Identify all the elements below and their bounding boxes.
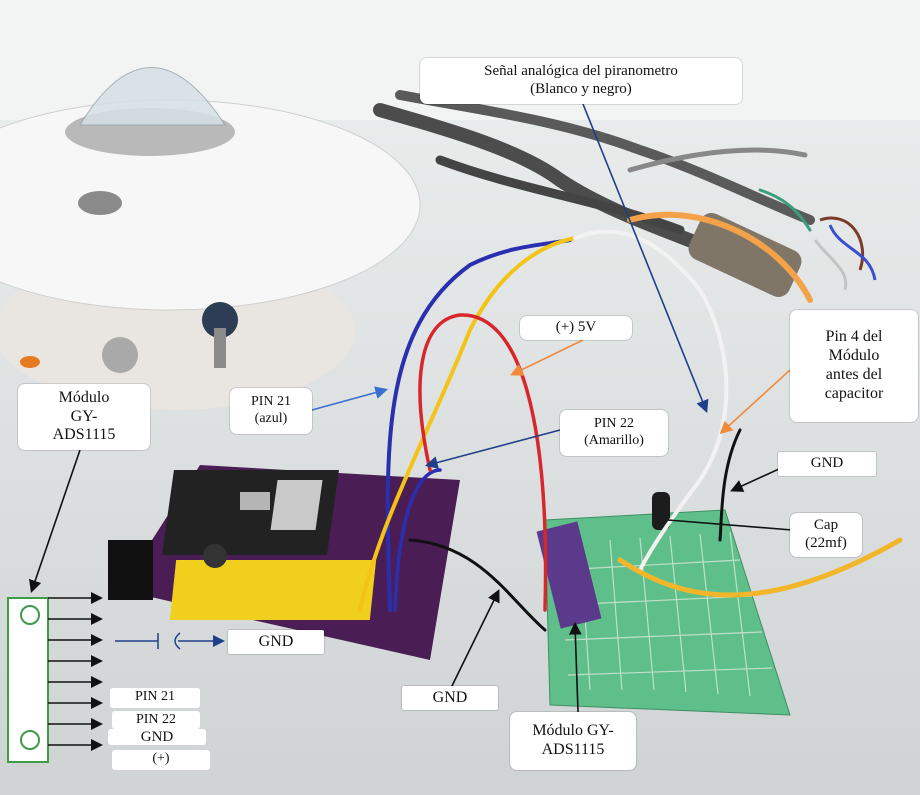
label-pin4-line2: Módulo bbox=[828, 347, 880, 365]
pyranometer bbox=[0, 67, 421, 410]
label-pin4: Pin 4 del Módulo antes del capacitor bbox=[790, 310, 918, 422]
schematic-label-gnd: GND bbox=[108, 729, 206, 745]
label-pin21: PIN 21 (azul) bbox=[230, 388, 312, 434]
pyranometer-dome bbox=[79, 67, 226, 126]
schematic-body bbox=[7, 597, 49, 763]
arrow-gnd-bottom bbox=[449, 589, 500, 691]
schematic-label-pin21: PIN 21 bbox=[110, 688, 200, 708]
capacitor-symbol bbox=[115, 632, 225, 650]
label-module-left-line2: GY- bbox=[70, 407, 98, 425]
module-schematic bbox=[7, 592, 225, 763]
esp32-shield bbox=[270, 480, 323, 530]
schematic-pin-arrows bbox=[48, 592, 103, 751]
bolt bbox=[102, 337, 138, 373]
arrow-cap bbox=[667, 519, 793, 531]
schematic-hole-top bbox=[20, 605, 40, 625]
label-pyranometer-signal-line1: Señal analógica del piranometro bbox=[484, 63, 678, 80]
power-jack bbox=[108, 540, 153, 600]
arrow-pin21 bbox=[311, 386, 389, 411]
wire-yellow-long bbox=[617, 537, 903, 598]
label-module-left-line3: ADS1115 bbox=[52, 426, 116, 444]
wire-black-right bbox=[718, 428, 742, 542]
label-pin21-line1: PIN 21 bbox=[250, 394, 292, 410]
wire-blue bbox=[385, 238, 572, 612]
ads1115-module bbox=[536, 521, 602, 629]
wires bbox=[358, 211, 903, 632]
pyranometer-hole bbox=[78, 191, 122, 215]
leveling-screw bbox=[202, 302, 238, 338]
label-pin22: PIN 22 (Amarillo) bbox=[560, 410, 668, 456]
annotation-arrows bbox=[29, 103, 793, 713]
arrow-module-bottom bbox=[568, 621, 582, 713]
label-pin4-line1: Pin 4 del bbox=[825, 328, 883, 346]
label-gnd-bottom: GND bbox=[402, 686, 498, 710]
wire-yellow bbox=[358, 236, 577, 612]
capacitor-board bbox=[203, 544, 227, 568]
label-5v: (+) 5V bbox=[520, 316, 632, 340]
cable-bundle bbox=[373, 90, 815, 297]
pin-header bbox=[169, 560, 377, 620]
wire-red bbox=[418, 313, 548, 612]
label-pin22-line2: (Amarillo) bbox=[584, 433, 644, 448]
arrow-module-left bbox=[29, 449, 81, 594]
connector bbox=[688, 213, 802, 297]
usb-port bbox=[240, 492, 270, 510]
wire-blue-2 bbox=[393, 468, 442, 612]
wire-black bbox=[408, 538, 547, 632]
arrow-pyranometer-signal bbox=[582, 103, 709, 413]
label-pin4-line3: antes del bbox=[825, 366, 883, 383]
protoboard bbox=[536, 492, 791, 716]
orange-mark bbox=[20, 356, 40, 368]
label-module-bottom: Módulo GY- ADS1115 bbox=[510, 712, 636, 770]
label-gnd-left-text: GND bbox=[258, 632, 294, 650]
label-pyranometer-signal: Señal analógica del piranometro (Blanco … bbox=[420, 58, 742, 104]
label-module-bottom-line1: Módulo GY- bbox=[532, 722, 614, 740]
schematic-label-pin22: PIN 22 bbox=[112, 711, 200, 729]
schematic-label-plus: (+) bbox=[112, 750, 210, 770]
arrow-pin4 bbox=[719, 369, 791, 435]
label-pin21-line2: (azul) bbox=[254, 411, 288, 426]
label-module-left-line1: Módulo bbox=[58, 388, 110, 406]
label-gnd-left: GND bbox=[228, 630, 324, 654]
colored-leads bbox=[813, 216, 877, 291]
label-pin4-line4: capacitor bbox=[824, 384, 884, 402]
wire-orange bbox=[627, 211, 813, 303]
label-gnd-right-text: GND bbox=[810, 455, 844, 472]
label-module-left: Módulo GY- ADS1115 bbox=[18, 384, 150, 450]
label-gnd-bottom-text: GND bbox=[432, 688, 468, 706]
label-module-bottom-line2: ADS1115 bbox=[541, 741, 605, 758]
label-cap: Cap (22mf) bbox=[790, 513, 862, 557]
esp32-board bbox=[108, 465, 460, 660]
label-cap-line1: Cap bbox=[813, 517, 839, 534]
label-gnd-right: GND bbox=[778, 452, 876, 476]
arrow-pin22 bbox=[424, 429, 561, 469]
arrow-5v bbox=[510, 339, 584, 376]
wire-white bbox=[573, 229, 729, 572]
label-pyranometer-signal-line2: (Blanco y negro) bbox=[530, 81, 632, 97]
label-5v-text: (+) 5V bbox=[555, 319, 597, 336]
leveling-screw-shaft bbox=[214, 328, 226, 368]
label-cap-line2: (22mf) bbox=[805, 535, 847, 551]
label-pin22-line1: PIN 22 bbox=[593, 416, 635, 432]
capacitor-body bbox=[652, 492, 670, 530]
schematic-hole-bottom bbox=[20, 730, 40, 750]
